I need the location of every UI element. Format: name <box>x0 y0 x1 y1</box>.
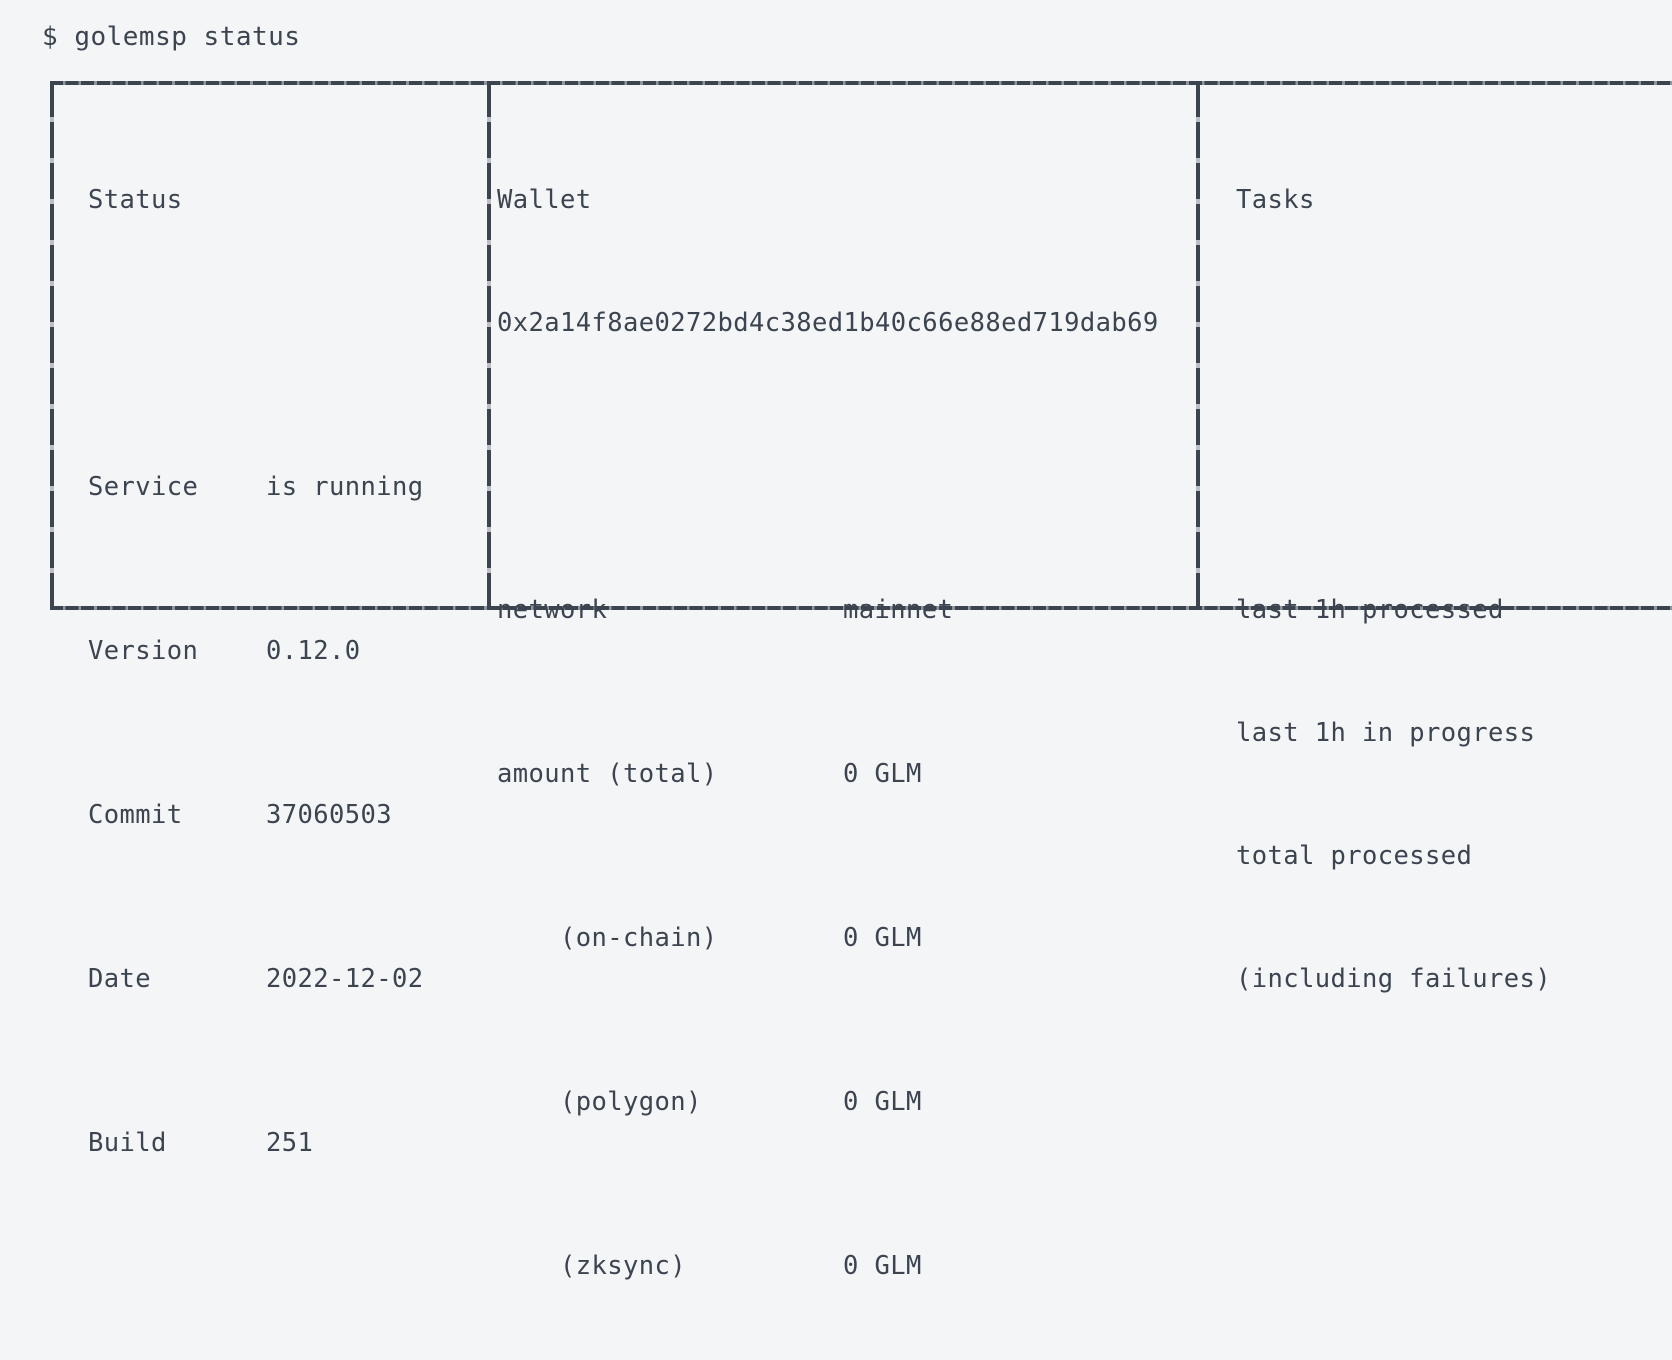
wallet-row-polygon-key: (polygon) <box>497 1087 702 1117</box>
wallet-panel-title: Wallet <box>497 185 592 215</box>
status-row-commit-key: Commit <box>88 800 183 830</box>
status-spacer-2 <box>88 1287 483 1328</box>
tasks-panel-title: Tasks <box>1236 185 1315 215</box>
status-row-build-value: 251 <box>266 1128 314 1158</box>
status-row-service: Service is running <box>88 467 483 508</box>
tasks-spacer-2 <box>1236 426 1672 467</box>
wallet-row-zksync: (zksync) 0 GLM <box>497 1246 1192 1287</box>
status-spacer-1 <box>88 303 483 344</box>
prompt-symbol: $ <box>42 22 59 52</box>
wallet-panel: Wallet 0x2a14f8ae0272bd4c38ed1b40c66e88e… <box>497 98 1192 1360</box>
status-row-build: Build 251 <box>88 1123 483 1164</box>
table-divider-status-wallet <box>487 81 491 610</box>
tasks-spacer-1 <box>1236 303 1672 344</box>
wallet-row-zksync-value: 0 GLM <box>843 1251 922 1281</box>
tasks-row-including-failures: (including failures) <box>1236 964 1552 994</box>
status-panel-title: Status <box>88 185 183 215</box>
wallet-row-amount-total-key: amount (total) <box>497 759 718 789</box>
status-row-service-value: is running <box>266 472 424 502</box>
tasks-row-last-1h-in-progress: last 1h in progress <box>1236 718 1536 748</box>
wallet-row-amount-total: amount (total) 0 GLM <box>497 754 1192 795</box>
wallet-address: 0x2a14f8ae0272bd4c38ed1b40c66e88ed719dab… <box>497 308 1159 338</box>
table-left-border <box>50 81 54 610</box>
status-row-version-key: Version <box>88 636 199 666</box>
status-row-build-key: Build <box>88 1128 167 1158</box>
wallet-row-on-chain: (on-chain) 0 GLM <box>497 918 1192 959</box>
command-prompt-line: $ golemsp status <box>42 20 300 54</box>
status-row-commit: Commit 37060503 <box>88 795 483 836</box>
wallet-row-polygon-value: 0 GLM <box>843 1087 922 1117</box>
wallet-row-network-key: network <box>497 595 608 625</box>
status-row-commit-value: 37060503 <box>266 800 393 830</box>
terminal-screen: $ golemsp status Status Service is runnin… <box>42 20 1672 1281</box>
wallet-spacer-1 <box>497 426 1192 467</box>
status-row-version: Version 0.12.0 <box>88 631 483 672</box>
status-row-date-key: Date <box>88 964 152 994</box>
prompt-spacer <box>58 22 74 52</box>
wallet-row-amount-total-value: 0 GLM <box>843 759 922 789</box>
status-row-date: Date 2022-12-02 <box>88 959 483 1000</box>
wallet-row-on-chain-key: (on-chain) <box>497 923 718 953</box>
wallet-row-on-chain-value: 0 GLM <box>843 923 922 953</box>
status-row-service-key: Service <box>88 472 199 502</box>
wallet-row-network: network mainnet <box>497 590 1192 631</box>
status-table: Status Service is running Version 0.12.0 C… <box>50 72 1672 1281</box>
wallet-row-zksync-key: (zksync) <box>497 1251 687 1281</box>
tasks-row-last-1h-processed: last 1h processed <box>1236 595 1504 625</box>
status-row-date-value: 2022-12-02 <box>266 964 424 994</box>
wallet-row-network-value: mainnet <box>843 595 954 625</box>
table-divider-wallet-tasks <box>1196 81 1200 610</box>
tasks-row-total-processed: total processed <box>1236 841 1473 871</box>
tasks-panel: Tasks last 1h processed last 1h in progr… <box>1236 98 1672 1082</box>
status-row-version-value: 0.12.0 <box>266 636 361 666</box>
table-bottom-border <box>50 606 1672 610</box>
status-panel: Status Service is running Version 0.12.0 C… <box>88 98 483 1360</box>
table-top-border <box>50 81 1672 85</box>
command-text: golemsp status <box>74 22 301 52</box>
wallet-row-polygon: (polygon) 0 GLM <box>497 1082 1192 1123</box>
